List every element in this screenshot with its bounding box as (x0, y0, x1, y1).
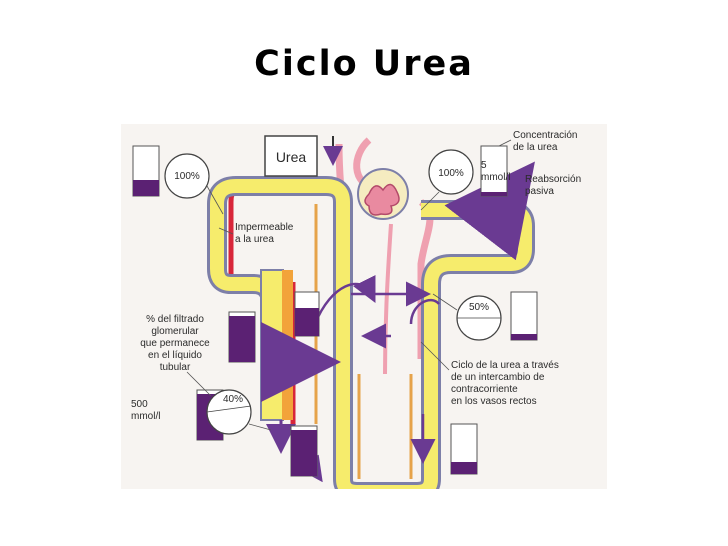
percent-circle-right-top: 100% (420, 149, 474, 211)
beaker-left-top (132, 145, 160, 197)
beaker-center-bottom (290, 425, 318, 477)
percent-circle-right-middle: 50% (432, 293, 502, 341)
svg-text:de un intercambio de: de un intercambio de (451, 372, 545, 383)
percent-right-top: 100% (438, 168, 464, 179)
beaker-left-middle (228, 311, 256, 363)
svg-text:glomerular: glomerular (151, 326, 199, 337)
svg-text:en los vasos rectos: en los vasos rectos (451, 396, 537, 407)
svg-text:de la urea: de la urea (513, 142, 558, 153)
beaker-right-top (480, 145, 508, 197)
beaker-right-bottom (450, 423, 478, 475)
percent-circle-left-top: 100% (164, 153, 224, 215)
svg-text:mmol/l: mmol/l (481, 172, 510, 183)
percent-circle-left-bottom: 40% (206, 389, 272, 435)
svg-text:a la urea: a la urea (235, 234, 274, 245)
svg-text:pasiva: pasiva (525, 186, 554, 197)
nephron-diagram: Urea 100% 100% (131, 130, 581, 489)
svg-text:Ciclo de la urea a través: Ciclo de la urea a través (451, 360, 559, 371)
svg-text:en el líquido: en el líquido (148, 350, 202, 361)
percent-right-middle: 50% (469, 302, 489, 313)
svg-text:contracorriente: contracorriente (451, 384, 518, 395)
svg-text:500: 500 (131, 399, 148, 410)
svg-text:mmol/l: mmol/l (131, 411, 160, 422)
mmol-500-annotation: 500 mmol/l (131, 399, 160, 422)
urea-cycle-figure: Urea 100% 100% (121, 124, 607, 489)
svg-text:Concentración: Concentración (513, 130, 577, 141)
beaker-right-middle (510, 291, 538, 341)
reabsorcion-annotation: Reabsorción pasiva (525, 174, 581, 197)
cortex-boundary (228, 179, 350, 284)
impermeable-annotation: Impermeable a la urea (218, 222, 294, 245)
urea-box (264, 135, 318, 177)
filtrado-annotation: % del filtrado glomerular que permanece … (140, 314, 212, 397)
svg-text:Reabsorción: Reabsorción (525, 174, 581, 185)
ciclo-annotation: Ciclo de la urea a través de un intercam… (420, 341, 559, 407)
urea-box-label: Urea (276, 149, 307, 165)
concentracion-annotation: Concentración de la urea 5 mmol/l (481, 130, 577, 183)
svg-text:tubular: tubular (160, 362, 191, 373)
glomerulus (357, 168, 409, 220)
percent-left-top: 100% (174, 171, 200, 182)
svg-text:que permanece: que permanece (140, 338, 210, 349)
percent-left-bottom: 40% (223, 394, 243, 405)
svg-text:5: 5 (481, 160, 487, 171)
beaker-duct (294, 291, 320, 337)
slide-title: Ciclo Urea (254, 44, 474, 84)
svg-text:% del filtrado: % del filtrado (146, 314, 204, 325)
svg-text:Impermeable: Impermeable (235, 222, 294, 233)
